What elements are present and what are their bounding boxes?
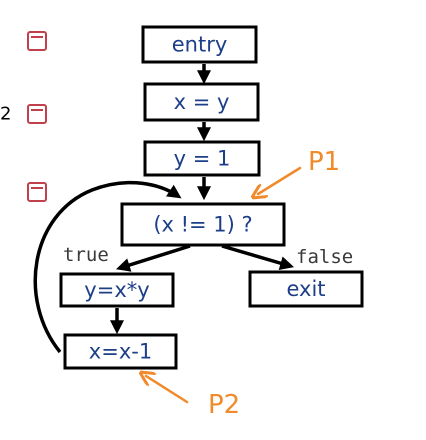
node-assign-x-label: x = y (174, 90, 230, 114)
node-multiply[interactable]: y=x*y (59, 272, 175, 308)
edge-label-true: true (63, 244, 109, 266)
margin-marker-2[interactable] (27, 104, 47, 124)
edge-label-false: false (296, 246, 353, 268)
p2-pointer-arrow (146, 376, 189, 404)
annotation-p2: P2 (208, 390, 240, 420)
node-entry[interactable]: entry (141, 25, 258, 64)
node-multiply-label: y=x*y (84, 278, 149, 302)
margin-marker-3[interactable] (27, 182, 47, 202)
node-entry-label: entry (172, 33, 228, 57)
edge-loop-back (33, 180, 182, 354)
node-condition[interactable]: (x != 1) ? (120, 202, 286, 247)
margin-marker-1[interactable] (27, 31, 47, 51)
node-exit[interactable]: exit (248, 270, 364, 308)
edge-condition-true (115, 244, 191, 272)
edge-condition-false (221, 244, 295, 270)
node-assign-y[interactable]: y = 1 (143, 140, 261, 177)
node-assign-y-label: y = 1 (174, 147, 231, 171)
node-exit-label: exit (286, 277, 325, 301)
node-assign-x[interactable]: x = y (143, 82, 260, 122)
margin-line-number: 2 (0, 104, 11, 125)
annotation-p1: P1 (308, 147, 340, 177)
node-decrement[interactable]: x=x-1 (63, 333, 178, 370)
node-condition-label: (x != 1) ? (153, 213, 252, 237)
node-decrement-label: x=x-1 (89, 340, 152, 364)
p1-pointer-arrow (258, 166, 302, 194)
